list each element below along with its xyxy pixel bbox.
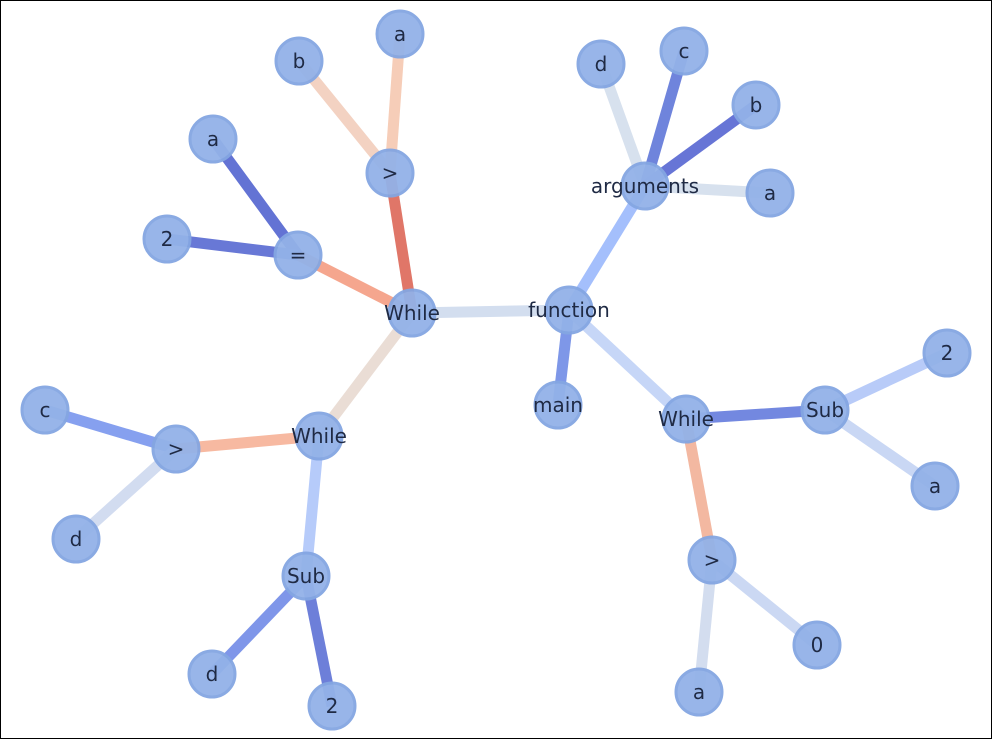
node-circle-eq1_a	[188, 114, 238, 164]
node-circle-function	[544, 285, 594, 335]
node-sub2_2: 2	[307, 681, 357, 731]
node-sub2: Sub	[281, 551, 331, 601]
node-gt2: >	[151, 424, 201, 474]
node-arg_b: b	[731, 80, 781, 130]
node-sub3_a: a	[910, 461, 960, 511]
node-circle-gt2_c	[20, 385, 70, 435]
node-circle-sub2_2	[307, 681, 357, 731]
node-circle-while3	[661, 394, 711, 444]
node-main: main	[533, 380, 583, 430]
node-circle-main	[533, 380, 583, 430]
node-label-arg_b: b	[750, 93, 763, 117]
node-sub2_d: d	[187, 649, 237, 699]
node-gt1_a: a	[375, 9, 425, 59]
edge-while1-while2	[314, 309, 417, 440]
node-gt3_0: 0	[792, 620, 842, 670]
node-label-function: function	[528, 298, 610, 322]
node-label-sub3_2: 2	[941, 341, 954, 365]
node-label-gt1: >	[382, 161, 399, 185]
node-label-main: main	[533, 393, 583, 417]
edge-function-while3	[565, 305, 690, 424]
node-circle-arguments	[620, 161, 670, 211]
node-circle-sub2_d	[187, 649, 237, 699]
node-label-gt1_b: b	[293, 49, 306, 73]
node-circle-gt2_d	[51, 514, 101, 564]
node-label-sub2_2: 2	[326, 694, 339, 718]
node-circle-eq1	[273, 230, 323, 280]
node-arg_c: c	[659, 26, 709, 76]
node-label-eq1_2: 2	[161, 227, 174, 251]
node-function: function	[528, 285, 610, 335]
node-sub3: Sub	[800, 385, 850, 435]
node-gt1_b: b	[274, 36, 324, 86]
node-circle-gt1	[365, 148, 415, 198]
node-label-gt1_a: a	[394, 22, 406, 46]
node-label-gt2_c: c	[40, 398, 51, 422]
node-label-while2: While	[291, 424, 347, 448]
node-circle-sub3_2	[922, 328, 972, 378]
node-label-sub3_a: a	[929, 474, 941, 498]
node-eq1_a: a	[188, 114, 238, 164]
node-gt2_c: c	[20, 385, 70, 435]
node-label-arg_d: d	[595, 52, 608, 76]
node-gt3: >	[687, 535, 737, 585]
node-gt2_d: d	[51, 514, 101, 564]
node-arguments: arguments	[591, 161, 699, 211]
node-label-eq1_a: a	[207, 127, 219, 151]
node-while1: While	[384, 288, 440, 338]
node-circle-gt3_0	[792, 620, 842, 670]
node-circle-arg_b	[731, 80, 781, 130]
node-gt3_a: a	[674, 667, 724, 717]
node-circle-sub3_a	[910, 461, 960, 511]
node-sub3_2: 2	[922, 328, 972, 378]
node-circle-gt3	[687, 535, 737, 585]
node-circle-gt1_a	[375, 9, 425, 59]
node-eq1: =	[273, 230, 323, 280]
node-circle-gt2	[151, 424, 201, 474]
node-label-arg_c: c	[679, 39, 690, 63]
node-while3: While	[658, 394, 714, 444]
node-label-gt3_a: a	[693, 680, 705, 704]
node-label-arg_a: a	[764, 181, 776, 205]
node-label-gt3: >	[704, 548, 721, 572]
node-label-sub2_d: d	[206, 662, 219, 686]
node-circle-sub2	[281, 551, 331, 601]
node-label-sub2: Sub	[287, 564, 325, 588]
node-while2: While	[291, 411, 347, 461]
node-arg_a: a	[745, 168, 795, 218]
node-gt1: >	[365, 148, 415, 198]
node-circle-arg_a	[745, 168, 795, 218]
node-circle-while1	[387, 288, 437, 338]
node-layer: functionargumentsdcbamainWhile>ba=a2Whil…	[20, 9, 972, 731]
node-label-arguments: arguments	[591, 174, 699, 198]
node-circle-sub3	[800, 385, 850, 435]
node-label-eq1: =	[290, 243, 307, 267]
node-circle-while2	[294, 411, 344, 461]
node-label-sub3: Sub	[806, 398, 844, 422]
node-circle-arg_c	[659, 26, 709, 76]
node-label-while3: While	[658, 407, 714, 431]
node-circle-gt1_b	[274, 36, 324, 86]
edge-layer	[43, 33, 950, 708]
edge-function-while1	[411, 304, 570, 319]
node-label-gt2: >	[168, 437, 185, 461]
node-label-gt2_d: d	[70, 527, 83, 551]
node-label-gt3_0: 0	[811, 633, 824, 657]
node-arg_d: d	[576, 39, 626, 89]
node-circle-gt3_a	[674, 667, 724, 717]
node-circle-eq1_2	[142, 214, 192, 264]
node-eq1_2: 2	[142, 214, 192, 264]
node-circle-arg_d	[576, 39, 626, 89]
node-label-while1: While	[384, 301, 440, 325]
